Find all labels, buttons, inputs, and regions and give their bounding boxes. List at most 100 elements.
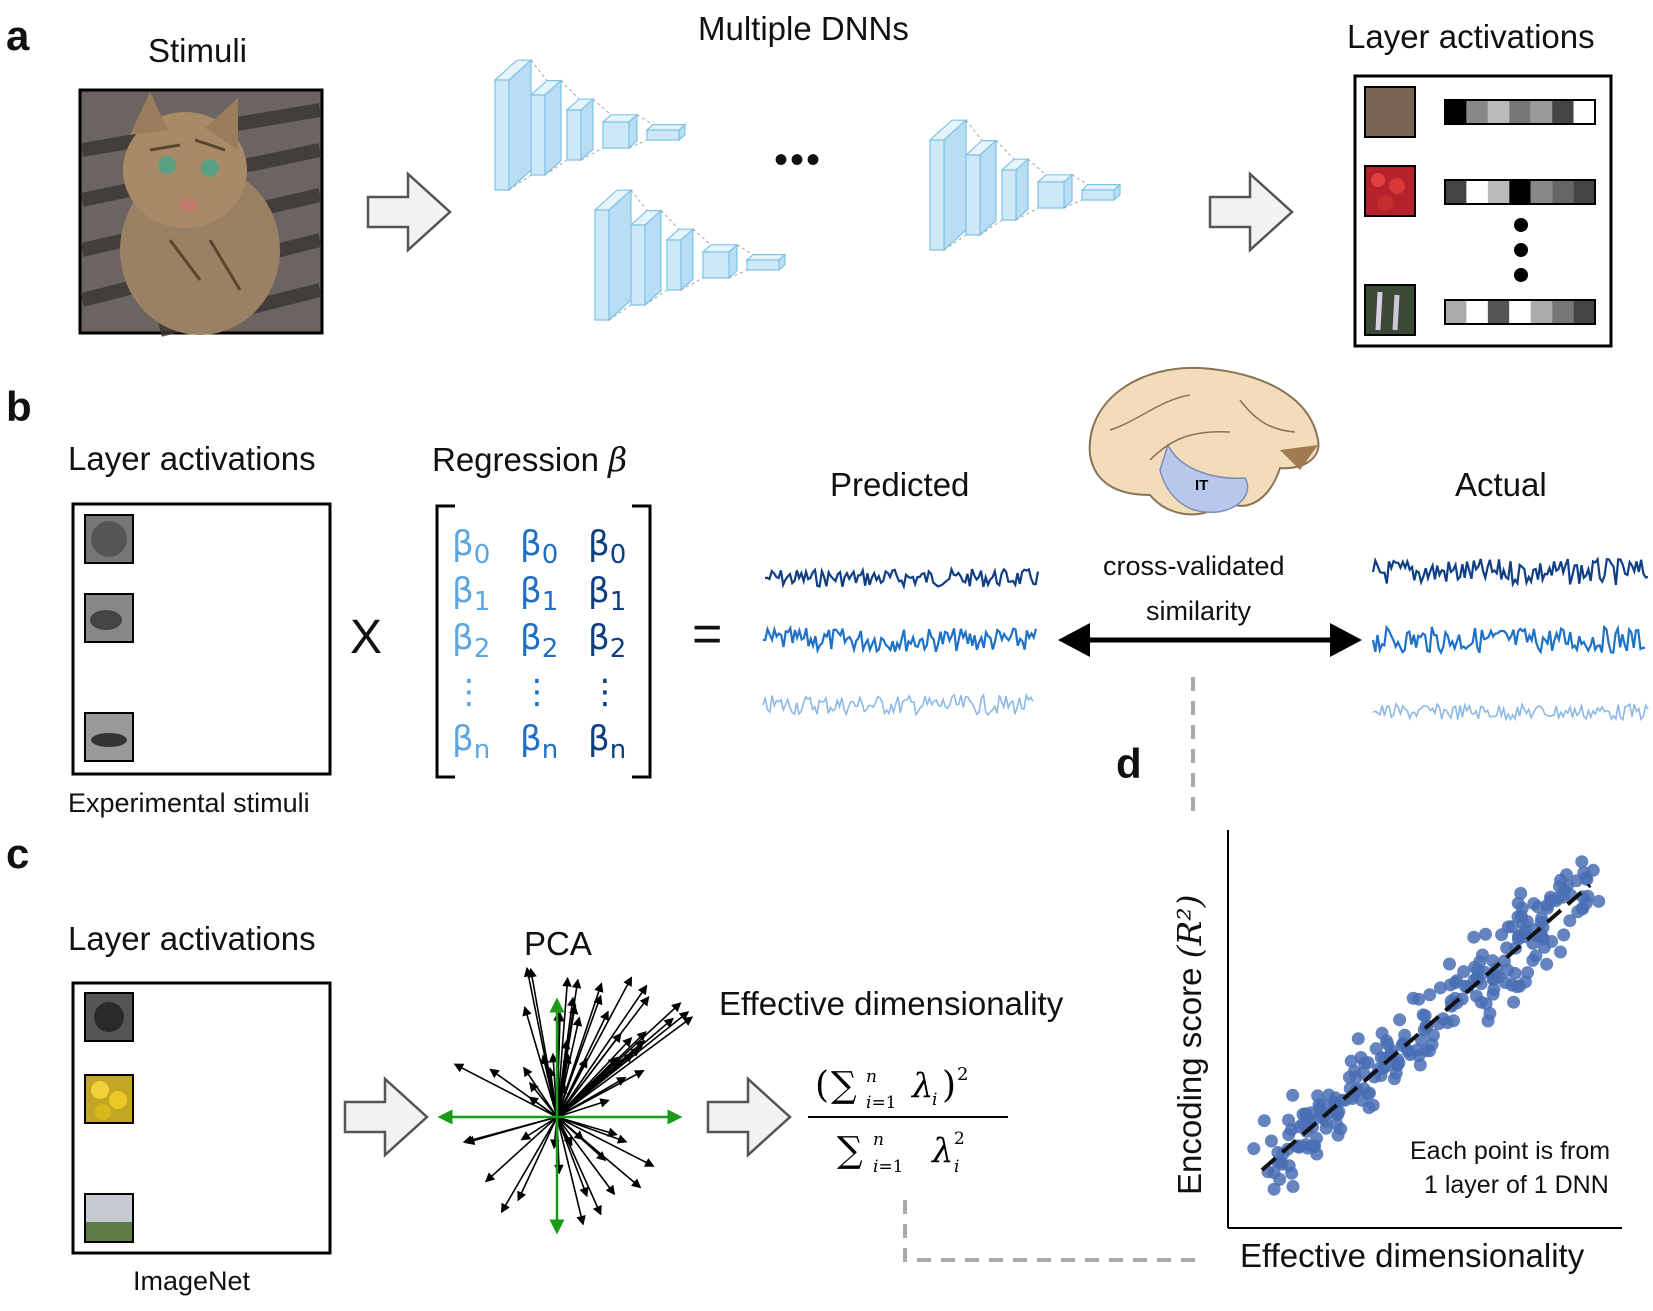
scatter-point <box>1412 992 1426 1006</box>
pca-vector <box>500 1116 558 1214</box>
scatter-point <box>1366 1098 1380 1112</box>
scatter-note-line1: Each point is from <box>1410 1137 1611 1165</box>
scatter-point <box>1470 973 1484 986</box>
scatter-point <box>1580 872 1594 886</box>
scatter-point <box>1264 1134 1278 1148</box>
panel-letter-b: b <box>6 383 32 430</box>
experimental-stimuli-caption: Experimental stimuli <box>68 788 310 818</box>
ellipsis-dot <box>1514 243 1528 257</box>
arrow-activations-to-pca <box>343 1076 429 1158</box>
scatter-point <box>1481 1014 1495 1028</box>
pca-vector <box>556 1039 646 1118</box>
scatter-point <box>1257 1114 1271 1128</box>
pca-vector <box>520 1116 558 1141</box>
scatter-point <box>1440 1016 1454 1030</box>
scatter-point <box>1508 966 1522 980</box>
svg-text:n: n <box>873 1130 884 1150</box>
scatter-point <box>1529 949 1543 963</box>
dnn-diagrams <box>493 58 1122 322</box>
scatter-point <box>1313 1103 1327 1117</box>
scatter-point <box>1271 1146 1285 1159</box>
scatter-point <box>1344 1054 1358 1068</box>
scatter-point <box>1545 935 1559 948</box>
scatter-point <box>1505 920 1519 934</box>
pca-vector <box>523 1066 558 1118</box>
scatter-point <box>1398 1028 1412 1042</box>
effective-dimensionality-formula: ( ∑ n i=1 λ i ) 2 ∑ n i=1 λ 2 i <box>808 1064 1008 1177</box>
scatter-point <box>1267 1166 1281 1180</box>
scatter-point <box>1557 883 1571 897</box>
scatter-point <box>1527 897 1541 911</box>
dnns-label: Multiple DNNs <box>698 10 909 47</box>
bracket-left <box>435 504 455 779</box>
scatter-point <box>1381 1037 1395 1051</box>
scatter-point <box>1413 1058 1427 1072</box>
svg-text:i=1: i=1 <box>866 1093 897 1113</box>
scatter-point <box>1487 973 1500 987</box>
pca-vector <box>523 966 558 1118</box>
svg-text:i: i <box>954 1157 959 1177</box>
scatter-point <box>1375 1026 1389 1040</box>
pca-vector <box>556 1116 586 1226</box>
predicted-trace-3 <box>762 692 1034 717</box>
layer-activations-label-a: Layer activations <box>1347 18 1595 55</box>
beta-cell-0-2: β2 <box>452 618 490 664</box>
activation-bar-a3 <box>1444 299 1596 325</box>
svg-text:(: ( <box>815 1065 829 1106</box>
svg-text:∑: ∑ <box>831 1065 857 1106</box>
beta-cell-0-4: βn <box>452 719 490 765</box>
predicted-trace-1 <box>764 565 1040 591</box>
scatter-point <box>1476 948 1489 962</box>
panel-letter-d: d <box>1116 740 1142 787</box>
pca-vector <box>556 984 648 1118</box>
scatter-point <box>1361 1056 1375 1070</box>
scatter-point <box>1479 927 1492 941</box>
scatter-point <box>1521 966 1535 980</box>
scatter-point <box>1511 932 1525 946</box>
pca-vector-plot <box>437 966 694 1235</box>
actual-trace-3 <box>1372 701 1649 722</box>
scatter-point <box>1560 868 1573 882</box>
bracket-right <box>632 504 652 779</box>
scatter-xlabel: Effective dimensionality <box>1240 1237 1585 1274</box>
scatter-point <box>1450 974 1464 988</box>
scatter-point <box>1292 1140 1306 1154</box>
beta-cell-1-3: ⋮ <box>520 672 554 712</box>
dnn-network-3 <box>928 118 1122 252</box>
regression-label: Regression β <box>432 440 627 479</box>
similarity-line2: similarity <box>1146 596 1251 626</box>
scatter-point <box>1282 1113 1295 1127</box>
imagenet-caption: ImageNet <box>133 1266 251 1296</box>
scatter-point <box>1361 1087 1375 1101</box>
pca-vector <box>517 1116 558 1202</box>
arrow-pca-to-ed <box>706 1076 792 1158</box>
scatter-point <box>1267 1182 1281 1196</box>
pca-vector <box>556 1098 610 1118</box>
cat-stimulus-image <box>78 88 324 337</box>
svg-text:): ) <box>942 1065 956 1106</box>
beta-cell-1-0: β0 <box>520 524 558 570</box>
neural-traces <box>762 556 1649 722</box>
panel-letter-c: c <box>6 830 30 877</box>
svg-text:λ: λ <box>930 1131 954 1171</box>
svg-text:i: i <box>932 1090 937 1110</box>
effective-dimensionality-label: Effective dimensionality <box>719 985 1064 1022</box>
scatter-point <box>1392 1056 1406 1070</box>
pca-vector <box>556 1056 619 1118</box>
similarity-line1: cross-validated <box>1103 551 1285 581</box>
scatter-point <box>1423 988 1437 1002</box>
pca-vector <box>484 1116 558 1183</box>
scatter-point <box>1286 1088 1300 1102</box>
pca-label: PCA <box>524 925 592 962</box>
actual-trace-1 <box>1371 556 1649 588</box>
ellipsis-dots: ••• <box>774 138 823 182</box>
scatter-point <box>1498 976 1512 990</box>
scatter-points <box>1247 855 1606 1196</box>
scatter-point <box>1334 1122 1348 1136</box>
brain-it-label: IT <box>1195 477 1208 494</box>
scatter-point <box>1457 965 1471 979</box>
thumb-cat-a <box>1364 86 1416 138</box>
scatter-point <box>1579 896 1593 910</box>
svg-text:i=1: i=1 <box>873 1157 904 1177</box>
svg-text:2: 2 <box>954 1129 965 1149</box>
